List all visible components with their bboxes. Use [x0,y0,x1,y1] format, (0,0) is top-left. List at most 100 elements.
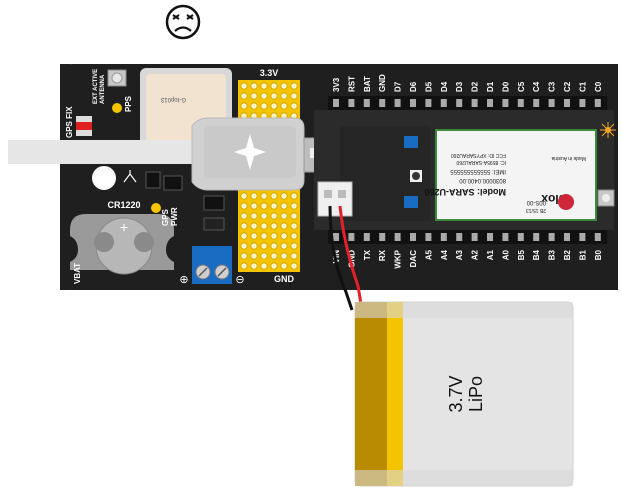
bottom-pin[interactable] [364,233,370,241]
bottom-pin[interactable] [502,233,508,241]
bottom-pin[interactable] [425,233,431,241]
top-pin[interactable] [549,99,555,107]
proto-hole [291,83,297,89]
cr1220-label: CR1220 [107,200,140,210]
bottom-pin[interactable] [595,233,601,241]
bottom-pin[interactable] [395,233,401,241]
proto-hole [261,203,267,209]
bottom-pin[interactable] [456,233,462,241]
top-pin[interactable] [533,99,539,107]
top-pin[interactable] [518,99,524,107]
top-pin[interactable] [333,99,339,107]
proto-hole [241,253,247,259]
proto-hole [241,193,247,199]
top-pin[interactable] [348,99,354,107]
bottom-pin-label: A1 [486,249,495,260]
bottom-pin[interactable] [518,233,524,241]
proto-hole [271,233,277,239]
vbat-label: VBAT [73,263,82,284]
top-pin-label: D1 [486,81,495,92]
top-pin[interactable] [595,99,601,107]
top-pin[interactable] [487,99,493,107]
proto-hole [281,223,287,229]
top-pin[interactable] [379,99,385,107]
module-date-code: 2B 15/13 [526,207,546,213]
top-pin-label: C5 [517,81,526,92]
coin-cell-led [92,166,116,190]
proto-hole [241,263,247,269]
proto-hole [251,243,257,249]
top-pin[interactable] [395,99,401,107]
board-cutout [60,64,70,290]
reset-button[interactable] [404,136,418,148]
top-pin-label: BAT [363,76,372,92]
top-pin[interactable] [472,99,478,107]
mode-button[interactable] [404,196,418,208]
top-pin[interactable] [364,99,370,107]
ext-antenna-label-1: EXT ACTIVE [93,69,99,104]
bottom-pin-label: B0 [594,249,603,260]
bottom-pin[interactable] [487,233,493,241]
top-pin-label: D3 [455,81,464,92]
proto-hole [241,213,247,219]
top-pin[interactable] [441,99,447,107]
bottom-pin[interactable] [579,233,585,241]
bottom-pin-label: A0 [501,249,510,260]
battery-voltage: 3.7V [446,375,466,412]
top-pin[interactable] [579,99,585,107]
proto-hole [291,213,297,219]
proto-hole [251,233,257,239]
proto-hole [261,223,267,229]
bottom-pin[interactable] [564,233,570,241]
bottom-pin[interactable] [533,233,539,241]
top-pin-label: D4 [440,81,449,92]
proto-hole [251,253,257,259]
top-pin-label: GND [378,74,387,92]
proto-hole [291,233,297,239]
proto-hole [291,193,297,199]
svg-text:+: + [120,219,128,235]
top-pin[interactable] [502,99,508,107]
proto-hole [291,203,297,209]
bottom-pin-label: A4 [440,249,449,260]
jst-connector [318,182,352,216]
proto-hole [281,83,287,89]
bottom-pin[interactable] [472,233,478,241]
bottom-pin[interactable] [333,233,339,241]
battery-chemistry: LiPo [466,376,486,412]
gps-module-text: G-top013 [160,96,186,102]
top-pin[interactable] [564,99,570,107]
proto-hole [241,223,247,229]
proto-hole [281,233,287,239]
bottom-pin[interactable] [379,233,385,241]
bottom-pin[interactable] [441,233,447,241]
proto-hole [251,193,257,199]
bottom-pin[interactable] [348,233,354,241]
proto-hole [271,223,277,229]
proto-hole [291,223,297,229]
proto-hole [241,83,247,89]
proto-hole [251,263,257,269]
top-pin-header [328,96,607,110]
proto-hole [241,233,247,239]
proto-hole [261,93,267,99]
bottom-pin-label: A2 [471,249,480,260]
module-fcc: FCC ID: XPYSARAU260 [451,152,506,158]
top-pin-label: C0 [594,81,603,92]
bottom-pin[interactable] [410,233,416,241]
module-made-in: Made in Austria [551,155,586,161]
gps-pwr-label-2: PWR [170,207,179,226]
top-pin[interactable] [456,99,462,107]
bottom-pin[interactable] [549,233,555,241]
proto-hole [291,253,297,259]
proto-hole [281,253,287,259]
ublox-logo [558,194,574,210]
proto-hole [271,203,277,209]
proto-hole [261,263,267,269]
proto-hole [281,263,287,269]
top-pin[interactable] [410,99,416,107]
top-pin[interactable] [425,99,431,107]
ublox-module: Model: SARA-U260 8030000.0400.00 IMEI: 5… [424,130,596,220]
proto-hole [241,103,247,109]
